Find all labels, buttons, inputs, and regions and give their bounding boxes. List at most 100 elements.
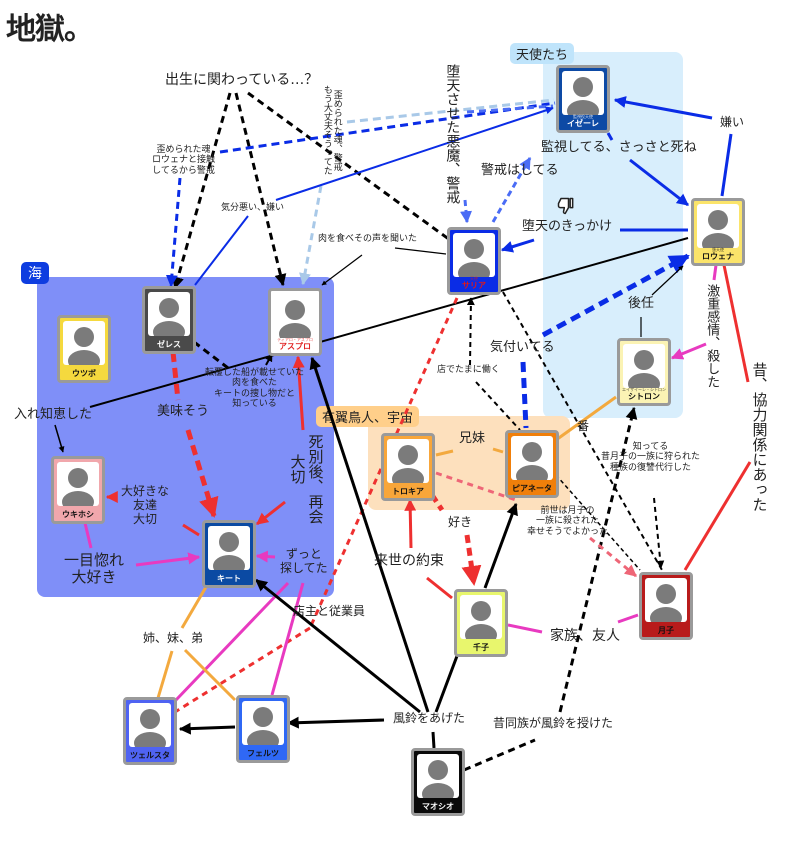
edge-tasty-bottom (185, 429, 219, 518)
edge-dearfriend-kiito (182, 523, 200, 537)
edge-lightblue-izere (346, 98, 555, 124)
edge-searched-kiito (255, 550, 276, 563)
edge-nextlife-chiko (426, 576, 453, 600)
edge-successor-arrow (651, 265, 684, 296)
edge-family-tsukiko (617, 613, 639, 624)
node-tsukiko[interactable]: 月子 (639, 572, 693, 640)
edge-dislike-top (613, 96, 713, 120)
node-subtitle: ティアロ・アスプロ (277, 337, 313, 342)
node-name: キート (217, 574, 241, 583)
node-izere[interactable]: 監視役天使イゼーレ (556, 65, 610, 133)
label-precious: 大切 (288, 454, 307, 484)
node-kiito[interactable]: キート (202, 520, 256, 588)
node-ferutsu[interactable]: フェルツ (236, 695, 290, 763)
avatar-person-icon (562, 71, 604, 115)
node-zeres[interactable]: ゼレス (142, 286, 196, 354)
node-saria[interactable]: 天使サリア (447, 227, 501, 295)
avatar-person-icon (387, 439, 429, 483)
node-name: ウツボ (72, 369, 96, 378)
edge-bell-kiito (255, 578, 421, 714)
label-siblings-oyh: 姉、妹、弟 (143, 631, 204, 645)
label-taught: 入れ知恵した (14, 407, 93, 422)
edge-zeres-shipflesh (193, 340, 229, 370)
edge-pianeta-tsukiko (555, 474, 641, 571)
node-aspro[interactable]: ティアロ・アスプロアスプロ (268, 288, 322, 356)
edge-taught-long (89, 237, 689, 408)
node-name: ピアネータ (512, 484, 552, 493)
node-chiko[interactable]: 千子 (454, 589, 508, 657)
page-title: 地獄。 (6, 12, 94, 47)
edge-sib-kiito (180, 586, 208, 629)
label-birth-question: 出生に関わっている…？ (165, 72, 319, 88)
node-tsuerusuta[interactable]: ツェルスタ (123, 697, 177, 765)
label-knows-revenge: 知ってる 昔月子の一族に狩られた 種族の復讐代行した (601, 442, 701, 473)
node-pianeta[interactable]: ピアネータ (505, 430, 559, 498)
edge-ate-flesh (321, 254, 363, 286)
edge-searched-tsue (174, 581, 290, 702)
edge-clanbell-maoshio (463, 738, 536, 772)
edge-clanbell-shitoron (558, 406, 638, 713)
avatar-person-icon (129, 703, 171, 747)
label-bad-mood: 気分悪い、嫌い (221, 203, 285, 213)
label-ate-flesh: 肉を食べその声を聞いた (318, 234, 418, 244)
node-name: アスプロ (279, 342, 311, 351)
edge-coop-top (722, 264, 750, 383)
label-wary: 警戒はしてる (481, 163, 559, 178)
avatar-person-icon (208, 526, 250, 570)
edge-watching (629, 158, 689, 207)
node-name: シトロン (628, 392, 660, 401)
label-love-first-sight: 一目惚れ 大好き (64, 551, 125, 587)
avatar-person-icon (57, 462, 99, 506)
label-past-coop: 昔、協力関係にあった (750, 362, 769, 512)
thumbs-down-icon (556, 196, 576, 216)
node-torokia[interactable]: トロキア (381, 433, 435, 501)
label-dear-friend: 大好きな 友達 大切 (121, 484, 170, 526)
avatar-person-icon (453, 233, 495, 277)
edge-fall-trigger-saria (500, 238, 535, 253)
edge-feru-tsue (178, 722, 236, 735)
label-after-death: 死別後、再会 (306, 434, 325, 524)
avatar-person-icon (511, 436, 553, 480)
node-name: ロウェナ (702, 252, 734, 261)
node-maoshio[interactable]: マオシオ (411, 748, 465, 816)
label-owner-employee: 店主と従業員 (293, 604, 366, 618)
edge-love-ukihoshi (83, 522, 93, 549)
edge-birth-zeres (172, 92, 232, 290)
node-ukihoshi[interactable]: ウキホシ (51, 456, 105, 524)
edge-pastlife-tsukiko (589, 536, 637, 578)
label-fallen-devil: 堕天させた悪魔、警戒 (444, 64, 461, 204)
node-subtitle: 堕天使 (712, 247, 724, 252)
label-mate: 番 (577, 419, 590, 433)
edge-badmood-zeres (194, 215, 249, 286)
node-rowena[interactable]: 堕天使ロウェナ (691, 198, 745, 266)
label-works-shop: 店でたまに働く (437, 365, 500, 375)
edge-sib-feru (183, 648, 237, 702)
edge-precious-kiito (256, 500, 286, 526)
node-name: トロキア (392, 487, 424, 496)
edge-intense-top (712, 264, 718, 281)
group-sea-label: 海 (21, 262, 49, 284)
edge-wary-saria (491, 156, 532, 223)
edge-nextlife-torokia (404, 498, 417, 549)
edge-afterdeath-aspro (292, 355, 305, 431)
label-tasty: 美味そう (157, 404, 210, 419)
edge-distorted-izere (219, 101, 556, 154)
label-siblings: 兄妹 (459, 431, 486, 446)
edge-revenge-tsukiko (653, 497, 665, 569)
node-shitoron[interactable]: エイザイーレ・シトロンシトロン (617, 338, 671, 406)
label-gave-bell: 風鈴をあげた (393, 711, 466, 725)
label-ship-flesh: 転覆した船が載せていた 肉を食べた キートの捜し物だと 知っている (205, 368, 305, 410)
edge-taught-down (54, 424, 65, 453)
edge-bell-feru (286, 716, 385, 729)
avatar-person-icon (697, 204, 739, 248)
edge-siblings-left (435, 449, 454, 457)
label-fall-trigger: 堕天のきっかけ (522, 219, 613, 234)
avatar-person-icon (645, 578, 687, 622)
node-utsubo[interactable]: ウツボ (57, 315, 111, 383)
node-name: マオシオ (422, 802, 454, 811)
edge-fallen-izere (466, 104, 554, 114)
edge-likes-bottom (461, 534, 482, 586)
edge-searched-feru (270, 582, 305, 696)
node-subtitle: 天使 (470, 276, 478, 281)
